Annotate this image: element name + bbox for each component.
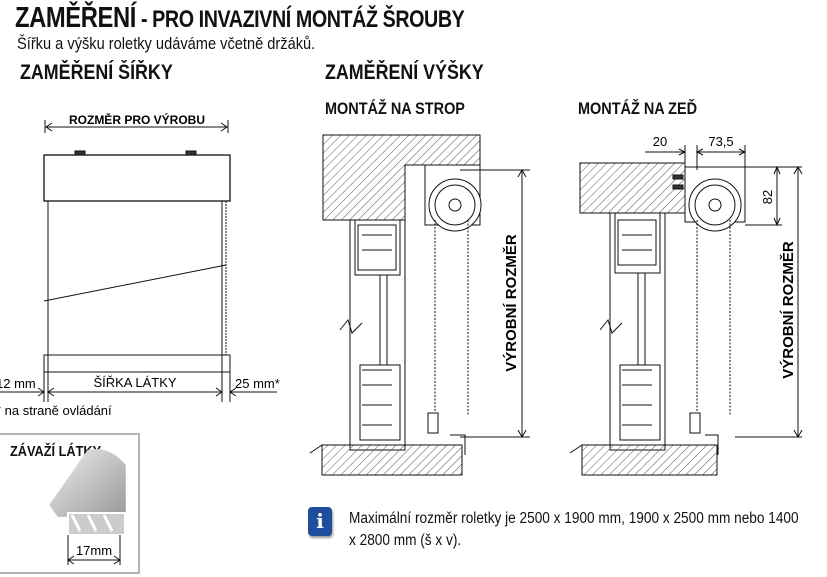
weight-panel: ZÁVAŽÍ LÁTKY 17mm bbox=[0, 433, 140, 574]
weight-dimension-label: 17mm bbox=[76, 543, 112, 558]
wall-mount-diagram: 20 73,5 82 VÝROBNÍ ROZMĚR bbox=[569, 134, 803, 476]
weight-profile-drawing: 17mm bbox=[49, 449, 126, 565]
ceiling-mount-diagram: VÝROBNÍ ROZMĚR bbox=[309, 134, 530, 476]
info-icon: i bbox=[308, 507, 332, 536]
right-offset-label: 25 mm* bbox=[235, 376, 280, 391]
title-rest: - PRO INVAZIVNÍ MONTÁŽ ŠROUBY bbox=[135, 6, 465, 33]
left-offset-label: 12 mm bbox=[0, 376, 36, 391]
width-heading: ZAMĚŘENÍ ŠÍŘKY bbox=[20, 61, 173, 84]
fabric-width-label: ŠÍŘKA LÁTKY bbox=[93, 375, 176, 390]
height-heading: ZAMĚŘENÍ VÝŠKY bbox=[325, 61, 484, 84]
title-main: ZAMĚŘENÍ bbox=[15, 2, 136, 34]
ceiling-dimension-label: VÝROBNÍ ROZMĚR bbox=[502, 234, 520, 372]
wall-height-label: 82 bbox=[760, 190, 775, 204]
page-title: ZAMĚŘENÍ - PRO INVAZIVNÍ MONTÁŽ ŠROUBY bbox=[15, 2, 563, 35]
wall-offset-label: 20 bbox=[653, 134, 667, 149]
wall-heading: MONTÁŽ NA ZEĎ bbox=[578, 99, 698, 118]
info-text: Maximální rozměr roletky je 2500 x 1900 … bbox=[349, 510, 799, 549]
weight-heading: ZÁVAŽÍ LÁTKY bbox=[10, 443, 102, 460]
ceiling-heading: MONTÁŽ NA STROP bbox=[325, 99, 465, 118]
footnote: * na straně ovládání bbox=[0, 403, 112, 418]
wall-depth-label: 73,5 bbox=[708, 134, 733, 149]
width-diagram: ROZMĚR PRO VÝROBU 12 mm ŠÍŘKA LÁTKY 25 m… bbox=[0, 112, 280, 418]
production-size-label: ROZMĚR PRO VÝROBU bbox=[69, 112, 205, 127]
subtitle: Šířku a výšku roletky udáváme včetně drž… bbox=[17, 34, 316, 53]
wall-dimension-label: VÝROBNÍ ROZMĚR bbox=[779, 241, 797, 379]
